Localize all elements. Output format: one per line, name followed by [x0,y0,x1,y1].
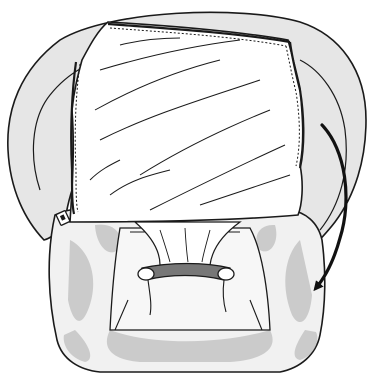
strap-loop-right [218,268,234,280]
strap-loop-left [138,268,154,280]
